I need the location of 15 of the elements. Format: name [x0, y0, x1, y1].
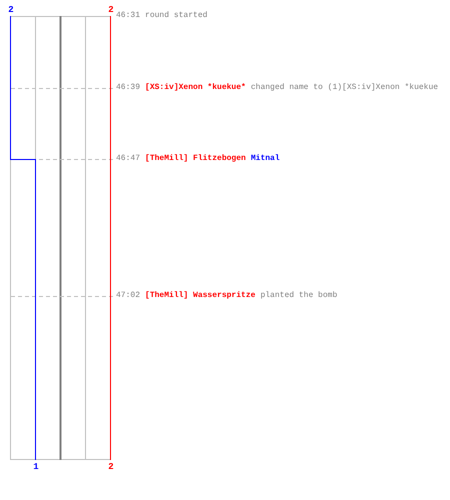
player-name: Mitnal	[250, 154, 280, 164]
player-name: [XS:iv]Xenon *kuekue*	[145, 83, 246, 93]
event-time: 47:02	[116, 291, 140, 301]
player-count: 2	[107, 5, 115, 15]
player-count: 2	[7, 5, 15, 15]
event-text: changed name to (1)[XS:iv]Xenon *kuekue	[250, 83, 438, 93]
event-text: round started	[145, 11, 208, 21]
event-text: planted the bomb	[260, 291, 338, 301]
event-time: 46:47	[116, 154, 140, 164]
event-time: 46:39	[116, 83, 140, 93]
player-name: [TheMill] Flitzebogen	[145, 154, 246, 164]
player-count: 2	[107, 462, 115, 472]
player-name: [TheMill] Wasserspritze	[145, 291, 256, 301]
player-count: 1	[32, 462, 40, 472]
event-time: 46:31	[116, 11, 140, 21]
